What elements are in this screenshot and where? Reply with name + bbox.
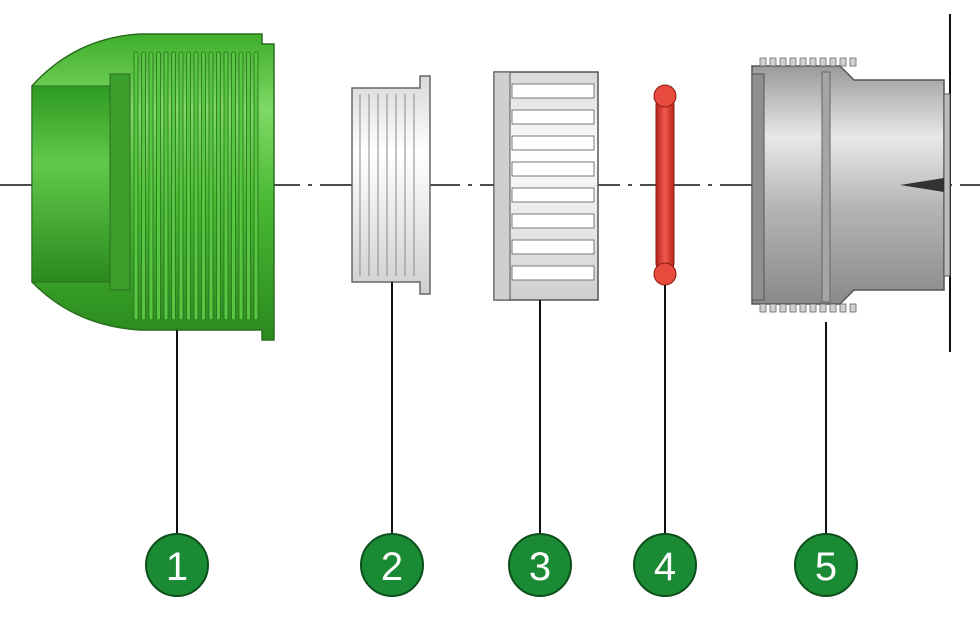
thread-ridge (148, 51, 154, 321)
thread-tooth-bottom (829, 303, 837, 313)
thread-tooth-top (819, 57, 827, 67)
cage-finger (511, 83, 595, 99)
thread-tooth-top (839, 57, 847, 67)
thread-tooth-bottom (789, 303, 797, 313)
thread-tooth-top (809, 57, 817, 67)
badge-3: 3 (508, 533, 572, 597)
part-2-ribs (359, 94, 415, 276)
cage-finger (511, 161, 595, 177)
thread-tooth-top (779, 57, 787, 67)
part-4-o-ring (653, 84, 677, 286)
thread-tooth-top (799, 57, 807, 67)
thread-ridge (178, 51, 184, 321)
thread-ridge (208, 51, 214, 321)
cage-finger (511, 265, 595, 281)
thread-ridge (156, 51, 161, 321)
thread-ridge (163, 51, 169, 321)
thread-tooth-bottom (769, 303, 777, 313)
thread-tooth-bottom (849, 303, 857, 313)
thread-tooth-top (849, 57, 857, 67)
cage-finger (511, 109, 595, 125)
leader-lines (176, 282, 827, 534)
part-3-clamping-cage (493, 71, 599, 301)
cage-finger (511, 187, 595, 203)
thread-tooth-top (769, 57, 777, 67)
thread-tooth-bottom (799, 303, 807, 313)
thread-ridge (231, 51, 236, 321)
thread-tooth-top (759, 57, 767, 67)
thread-tooth-top (829, 57, 837, 67)
thread-ridge (216, 51, 221, 321)
part-1-green-nut (31, 33, 275, 341)
thread-ridge (246, 51, 251, 321)
thread-ridge (201, 51, 206, 321)
badge-5-label: 5 (815, 545, 837, 589)
part-2-seal-insert (351, 75, 431, 295)
cage-finger (511, 135, 595, 151)
badge-4-label: 4 (654, 545, 676, 589)
badge-1-label: 1 (166, 545, 188, 589)
badge-4: 4 (633, 533, 697, 597)
thread-ridge (141, 51, 146, 321)
thread-ridge (238, 51, 244, 321)
thread-ridge (133, 51, 139, 321)
cage-finger (511, 239, 595, 255)
thread-ridge (193, 51, 199, 321)
part-3-fingers (511, 83, 595, 281)
thread-tooth-bottom (759, 303, 767, 313)
badge-2-label: 2 (381, 545, 403, 589)
thread-ridge (186, 51, 191, 321)
thread-ridge (223, 51, 229, 321)
badge-3-label: 3 (529, 545, 551, 589)
badge-1: 1 (145, 533, 209, 597)
thread-ridge (253, 51, 259, 321)
badge-2: 2 (360, 533, 424, 597)
thread-tooth-bottom (839, 303, 847, 313)
thread-tooth-bottom (819, 303, 827, 313)
thread-tooth-top (789, 57, 797, 67)
badge-5: 5 (794, 533, 858, 597)
thread-tooth-bottom (779, 303, 787, 313)
part-5-thread-teeth (759, 57, 857, 313)
thread-tooth-bottom (809, 303, 817, 313)
part-5-connector-body (751, 57, 951, 313)
part-1-thread-ridges (133, 51, 259, 321)
cage-finger (511, 213, 595, 229)
thread-ridge (171, 51, 176, 321)
